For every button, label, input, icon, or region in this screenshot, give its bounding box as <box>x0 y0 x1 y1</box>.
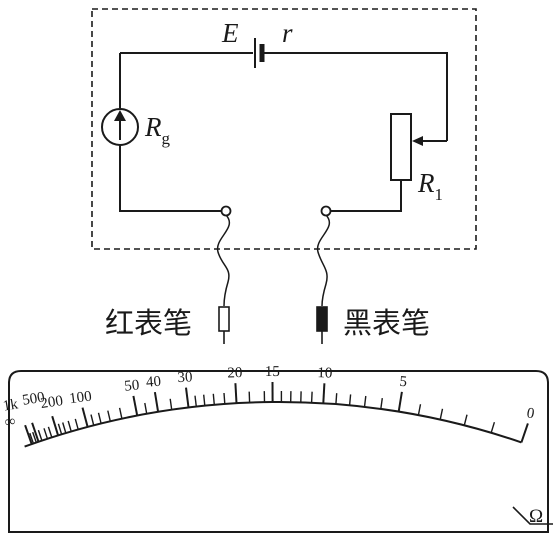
scale-label: 0 <box>525 405 535 422</box>
scale-label: 15 <box>265 364 280 380</box>
scale-minor-tick <box>90 414 95 426</box>
scale-major-tick <box>31 422 40 443</box>
scale-minor-tick <box>439 408 444 420</box>
scale-minor-tick <box>29 432 35 444</box>
scale-major-tick <box>81 407 89 428</box>
black-probe-lead <box>316 214 330 307</box>
scale-minor-tick <box>62 422 67 434</box>
rheostat-slider-arrow-icon <box>412 136 423 146</box>
scale-minor-tick <box>223 392 226 405</box>
scale-major-tick <box>132 395 139 416</box>
scale-minor-tick <box>118 407 123 419</box>
scale-minor-tick <box>490 421 496 433</box>
scale-minor-tick <box>212 393 215 405</box>
black-terminal <box>320 205 332 217</box>
rheostat-label: R1 <box>417 168 443 204</box>
scale-major-tick <box>322 383 326 404</box>
black-probe <box>316 306 328 332</box>
scale-minor-tick <box>194 395 197 407</box>
galvanometer-label: Rg <box>144 112 171 148</box>
scale-minor-tick <box>43 428 49 439</box>
scale-minor-tick <box>335 393 338 405</box>
scale-label: 50 <box>124 377 140 394</box>
black-probe-label: 黑表笔 <box>343 306 430 340</box>
scale-label: 500 <box>21 389 46 408</box>
scale-minor-tick <box>348 394 352 406</box>
emf-label: E <box>221 18 239 48</box>
internal-resistance-label: r <box>282 18 293 48</box>
red-probe-lead <box>216 214 230 307</box>
scale-minor-tick <box>37 429 43 441</box>
scale-label: ∞ <box>3 413 16 431</box>
scale-label: 1k <box>2 396 20 414</box>
red-probe <box>218 306 230 332</box>
scale-major-tick <box>185 387 190 408</box>
scale-minor-tick <box>380 398 383 410</box>
scale-minor-tick <box>363 395 367 407</box>
scale-minor-tick <box>32 431 37 443</box>
circuit: E r Rg R1 红表笔 黑表笔 <box>91 8 477 344</box>
rheostat-bottom-wire <box>331 180 402 212</box>
scale-label: 200 <box>39 393 64 412</box>
scale-label: 5 <box>399 374 408 391</box>
scale-minor-tick <box>169 398 173 410</box>
unit-box-outline <box>512 506 553 525</box>
dial-frame <box>8 370 549 533</box>
scale-label: 40 <box>145 374 161 391</box>
ohm-unit-symbol: Ω <box>529 506 543 527</box>
scale-minor-tick <box>417 404 422 416</box>
scale-label: 20 <box>227 365 242 381</box>
scale-major-tick <box>397 391 403 412</box>
left-wire-lower <box>119 145 222 212</box>
scale-major-tick <box>153 391 160 412</box>
scale-minor-tick <box>144 402 148 414</box>
scale-minor-tick <box>67 420 72 432</box>
meter-enclosure-dashed-box <box>91 8 477 250</box>
top-wire-right <box>264 52 448 141</box>
scale-minor-tick <box>463 414 468 426</box>
red-terminal <box>220 205 232 217</box>
scale-major-tick <box>520 423 529 443</box>
scale-major-tick <box>51 415 60 436</box>
scale-minor-tick <box>97 412 102 424</box>
scale-minor-tick <box>203 394 206 406</box>
rheostat-r1 <box>390 113 412 181</box>
scale-minor-tick <box>74 418 79 430</box>
scale-label: 100 <box>68 388 92 407</box>
red-probe-label: 红表笔 <box>105 306 192 340</box>
scale-major-tick <box>234 383 238 404</box>
scale-minor-tick <box>310 391 313 403</box>
scale-minor-tick <box>107 410 111 422</box>
scale-arc <box>24 401 522 448</box>
galvanometer-arrow-head-icon <box>114 110 126 121</box>
scale-minor-tick <box>57 423 63 435</box>
scale-major-tick <box>24 424 33 445</box>
scale-minor-tick <box>47 426 53 438</box>
scale-label: 10 <box>317 365 332 381</box>
scale-label: 30 <box>177 369 193 386</box>
